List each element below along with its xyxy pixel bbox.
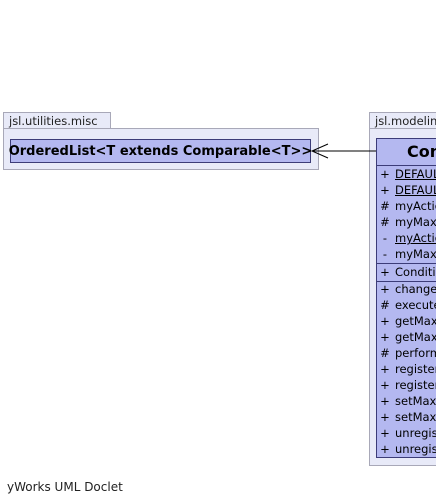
method-name: getMax — [395, 314, 436, 328]
method-name: unregis — [395, 442, 436, 456]
method-name: register — [395, 362, 436, 376]
method-row: + unregis — [377, 441, 436, 457]
field-name: DEFAUL — [395, 183, 436, 197]
field-row: -myActio — [377, 230, 436, 246]
class-condition-fields-divider — [377, 263, 436, 264]
package-tab-utilities-misc: jsl.utilities.misc — [3, 112, 111, 129]
field-name: myActio — [395, 199, 436, 213]
method-visibility: + — [380, 378, 390, 392]
package-name-modeling: jsl.modelin — [375, 114, 436, 128]
method-visibility: + — [380, 314, 390, 328]
method-row: + setMax — [377, 393, 436, 409]
class-orderedlist-name: OrderedList<T extends Comparable<T>> — [8, 143, 313, 159]
method-name: unregis — [395, 426, 436, 440]
constructor-row: + Conditi — [377, 264, 436, 280]
field-visibility: + — [380, 167, 390, 181]
field-visibility: + — [380, 183, 390, 197]
field-row: # myMax. — [377, 214, 436, 230]
package-tab-modeling: jsl.modelin — [369, 112, 436, 129]
field-row: # myActio — [377, 198, 436, 214]
class-orderedlist[interactable]: OrderedList<T extends Comparable<T>> — [8, 139, 313, 163]
method-visibility: + — [380, 410, 390, 424]
method-name: perform — [395, 346, 436, 360]
method-row: # execute — [377, 297, 436, 313]
method-name: setMax — [395, 410, 436, 424]
method-row: + register — [377, 361, 436, 377]
method-name: change — [395, 282, 436, 296]
method-visibility: # — [380, 298, 390, 312]
class-condition-name: Con — [407, 142, 436, 161]
method-row: + unregis — [377, 425, 436, 441]
package-name-utilities-misc: jsl.utilities.misc — [9, 114, 98, 128]
field-name: myMax. — [395, 215, 436, 229]
method-name: execute — [395, 298, 436, 312]
method-row: + change — [377, 281, 436, 297]
field-visibility: - — [382, 247, 388, 261]
constructor-visibility: + — [380, 265, 390, 279]
method-visibility: + — [380, 394, 390, 408]
field-name: DEFAUL — [395, 167, 436, 181]
field-visibility: # — [380, 199, 390, 213]
class-condition-name-divider — [377, 165, 436, 166]
method-visibility: + — [380, 282, 390, 296]
method-name: register — [395, 378, 436, 392]
field-name: myMaxS — [395, 247, 436, 261]
field-row: + DEFAUL — [377, 166, 436, 182]
method-visibility: # — [380, 346, 390, 360]
open-arrowhead-icon — [310, 143, 329, 159]
method-row: + getMax — [377, 329, 436, 345]
field-name: myActio — [395, 231, 436, 245]
footer-label: yWorks UML Doclet — [7, 480, 123, 494]
method-visibility: + — [380, 442, 390, 456]
field-row: -myMaxS — [377, 246, 436, 262]
method-row: + register — [377, 377, 436, 393]
method-name: setMax — [395, 394, 436, 408]
field-visibility: - — [382, 231, 388, 245]
method-visibility: + — [380, 426, 390, 440]
field-visibility: # — [380, 215, 390, 229]
method-name: getMax — [395, 330, 436, 344]
method-row: + setMax — [377, 409, 436, 425]
class-condition-constructors-divider — [377, 281, 436, 282]
method-row: # perform — [377, 345, 436, 361]
method-visibility: + — [380, 362, 390, 376]
method-row: + getMax — [377, 313, 436, 329]
field-row: + DEFAUL — [377, 182, 436, 198]
constructor-name: Conditi — [395, 265, 436, 279]
method-visibility: + — [380, 330, 390, 344]
class-condition[interactable]: Con +DEFAUL +DEFAUL #myActio #myMax. -my… — [376, 138, 436, 458]
